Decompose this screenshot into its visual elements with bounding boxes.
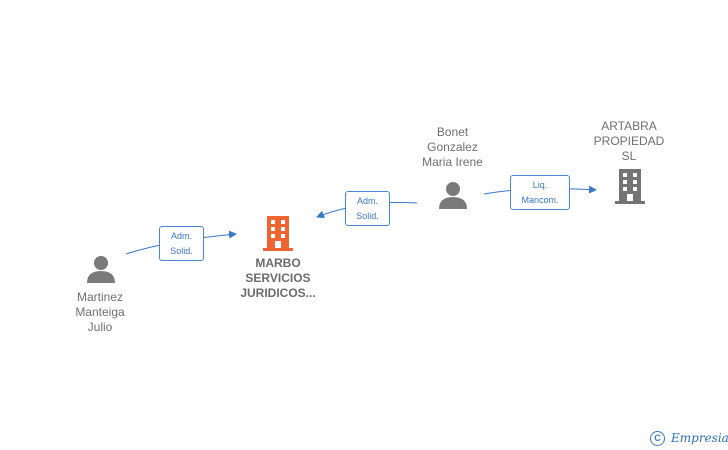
person-icon[interactable] <box>86 254 116 289</box>
person-icon[interactable] <box>438 180 468 215</box>
building-icon[interactable] <box>615 169 645 209</box>
brand-logo: Empresia <box>671 431 728 445</box>
edge-label-bonet-marbo: Adm. Solid. <box>345 191 390 226</box>
edge-label-martinez-marbo: Adm. Solid. <box>159 226 204 261</box>
edge-label-bonet-artabra: Liq. Mancom. <box>510 175 570 210</box>
node-label-marbo[interactable]: MARBO SERVICIOS JURIDICOS... <box>240 256 316 300</box>
node-label-martinez[interactable]: Martinez Manteiga Julio <box>75 290 125 334</box>
node-label-artabra[interactable]: ARTABRA PROPIEDAD SL <box>593 119 665 163</box>
copyright-icon: C <box>650 430 665 446</box>
footer-brand: C Empresia <box>650 429 728 447</box>
building-icon[interactable] <box>263 216 293 256</box>
node-label-bonet[interactable]: Bonet Gonzalez Maria Irene <box>422 125 483 169</box>
